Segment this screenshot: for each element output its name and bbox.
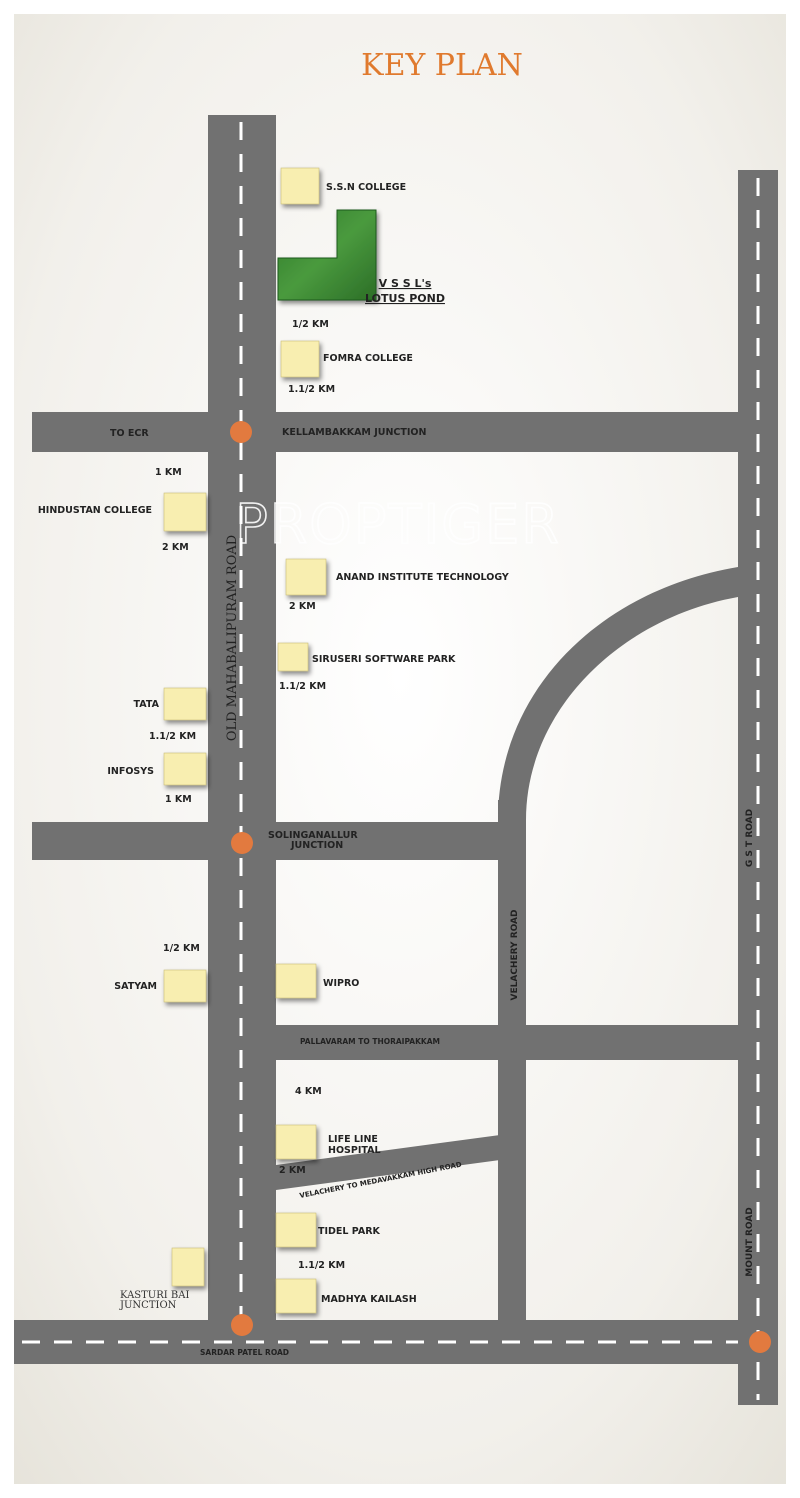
road-label-pallavaram: PALLAVARAM TO THORAIPAKKAM [300,1037,440,1046]
project-label: V S S L's LOTUS POND [365,277,445,305]
distance-lotus: 1/2 KM [292,319,329,330]
label-lifeline-2: HOSPITAL [328,1145,381,1156]
landmark-blocks [163,167,327,1314]
road-medavakkam [276,1135,500,1190]
landmark-hindustan-block [163,492,207,532]
label-wipro: WIPRO [323,978,359,989]
distance-tidel: 1.1/2 KM [298,1260,345,1271]
landmark-tidel-block [275,1212,317,1248]
junction-solinganallur-label-2: JUNCTION [290,840,343,851]
road-sardar-patel [14,1320,778,1364]
landmark-madhya-block [275,1278,317,1314]
lotus-pond-site [277,209,377,301]
watermark: PROPTIGER [235,493,561,556]
road-label-sardar-patel: SARDAR PATEL ROAD [200,1348,289,1357]
junction-kellambakkam-label: KELLAMBAKKAM JUNCTION [282,427,426,438]
distance-labels: 1/2 KM 1.1/2 KM 1 KM 2 KM 2 KM 1.1/2 KM … [149,319,345,1271]
junction-solinganallur-dot [231,832,253,854]
distance-wipro: 4 KM [295,1086,322,1097]
distance-hindustan-bottom: 2 KM [162,542,189,553]
junction-kasturi-label-2: JUNCTION [119,1300,177,1311]
landmark-wipro-block [275,963,317,999]
road-label-mount: MOUNT ROAD [745,1207,755,1277]
landmark-satyam-block [163,969,207,1003]
distance-infosys: 1 KM [165,794,192,805]
landmark-labels: S.S.N COLLEGE FOMRA COLLEGE HINDUSTAN CO… [38,182,509,1305]
junction-labels: KELLAMBAKKAM JUNCTION SOLINGANALLUR JUNC… [268,427,426,851]
road-solinganallur [32,822,500,860]
junction-solinganallur-label-1: SOLINGANALLUR [268,830,358,841]
road-velachery [498,800,526,1325]
road-label-gst: G S T ROAD [745,809,755,867]
landmark-anand-block [285,558,327,596]
label-fomra: FOMRA COLLEGE [323,353,413,364]
landmark-infosys-block [163,752,207,786]
lane-markings [22,122,760,1400]
landmark-ssn-block [280,167,320,205]
kasturi-labels: KASTURI BAI JUNCTION [119,1290,189,1311]
distance-lifeline: 2 KM [279,1165,306,1176]
distance-tata: 1.1/2 KM [149,731,196,742]
map-background [14,14,786,1484]
label-infosys: INFOSYS [107,766,154,777]
junction-kasturi-dot [231,1314,253,1336]
distance-hindustan-top: 1 KM [155,467,182,478]
label-anand: ANAND INSTITUTE TECHNOLOGY [336,572,509,583]
label-ssn: S.S.N COLLEGE [326,182,406,193]
road-label-to-ecr: TO ECR [110,428,149,439]
distance-anand: 2 KM [289,601,316,612]
junction-kellambakkam-dot [230,421,252,443]
distance-satyam: 1/2 KM [163,943,200,954]
junction-kasturi-label-1: KASTURI BAI [120,1290,189,1301]
label-hindustan: HINDUSTAN COLLEGE [38,505,152,516]
label-tata: TATA [134,699,160,710]
road-label-velachery: VELACHERY ROAD [510,910,520,1001]
label-siruseri: SIRUSERI SOFTWARE PARK [312,654,456,665]
label-madhya: MADHYA KAILASH [321,1294,417,1305]
distance-siruseri: 1.1/2 KM [279,681,326,692]
junction-gst-dot [749,1331,771,1353]
landmark-lifeline-block [275,1124,317,1160]
landmark-siruseri-block [277,642,309,672]
road-velachery-curve [498,567,738,820]
map-title: KEY PLAN [361,48,523,83]
distance-fomra: 1.1/2 KM [288,384,335,395]
project-name-line1: V S S L's [379,277,432,290]
label-satyam: SATYAM [114,981,157,992]
road-label-omr: OLD MAHABALIPURAM ROAD [225,535,240,741]
junction-markers [230,421,771,1353]
label-tidel: TIDEL PARK [318,1226,381,1237]
landmark-kasturi-block [171,1247,205,1287]
landmark-tata-block [163,687,207,721]
road-network [14,115,778,1405]
road-kellambakkam [32,412,778,452]
landmark-fomra-block [280,340,320,378]
label-lifeline-1: LIFE LINE [328,1134,378,1145]
project-name-line2: LOTUS POND [365,292,445,305]
